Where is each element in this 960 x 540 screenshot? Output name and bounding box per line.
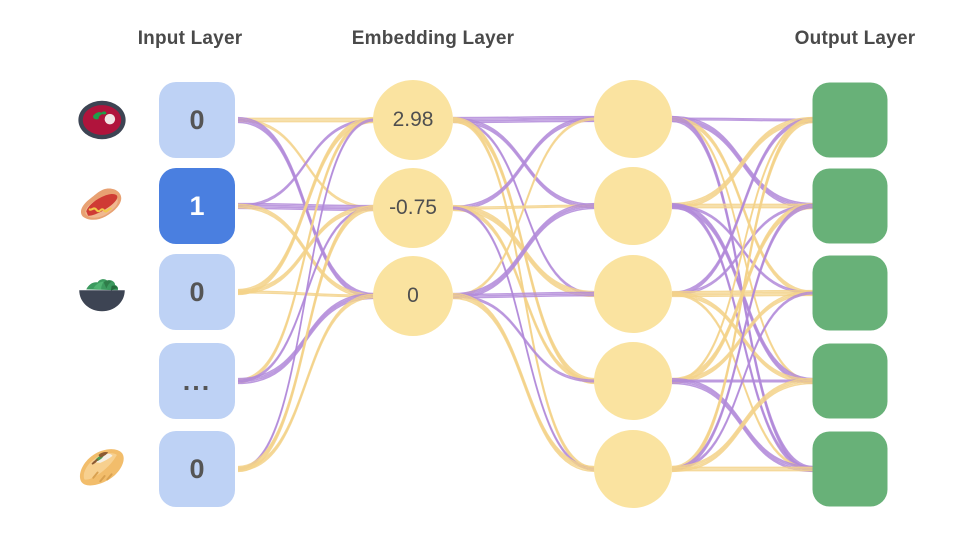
edge xyxy=(237,118,375,206)
edge xyxy=(452,294,596,299)
edge xyxy=(452,115,596,119)
input-node-value: ... xyxy=(182,365,212,396)
input-node-0[interactable]: 0 xyxy=(159,82,235,158)
layer-title-input: Input Layer xyxy=(137,28,243,49)
embedding-node-2[interactable]: 0 xyxy=(373,256,453,336)
green-salad-icon xyxy=(74,264,130,320)
embedding-node-value: 0 xyxy=(407,284,419,307)
embedding-node-0[interactable]: 2.98 xyxy=(373,80,453,160)
edge xyxy=(452,117,596,120)
hidden-node-2[interactable] xyxy=(594,255,672,333)
hidden-node-4[interactable] xyxy=(594,430,672,508)
edge xyxy=(237,120,375,384)
output-node-2[interactable] xyxy=(812,255,888,331)
edge xyxy=(671,117,814,120)
hidden-node-0[interactable] xyxy=(594,80,672,158)
edge xyxy=(671,379,814,469)
edge xyxy=(452,206,596,298)
edge xyxy=(671,377,814,468)
edge xyxy=(237,120,375,471)
layer-title-embedding: Embedding Layer xyxy=(351,28,515,49)
embedding-node-1[interactable]: -0.75 xyxy=(373,168,453,248)
edge xyxy=(452,291,596,296)
edge xyxy=(452,297,596,473)
edge xyxy=(452,119,596,298)
edge xyxy=(452,116,596,208)
input-node-value: 1 xyxy=(189,190,205,221)
edge xyxy=(452,296,596,383)
embedding-node-value: 2.98 xyxy=(392,108,434,131)
input-node-1[interactable]: 1 xyxy=(159,168,235,244)
edge xyxy=(237,296,375,472)
edge xyxy=(671,116,814,205)
input-node-2[interactable]: 0 xyxy=(159,254,235,330)
edge xyxy=(452,202,596,295)
edge xyxy=(671,118,814,206)
edge xyxy=(671,206,814,472)
embedding-node-value: -0.75 xyxy=(389,196,437,219)
edge xyxy=(452,293,596,297)
edge xyxy=(452,119,596,211)
hidden-node-1[interactable] xyxy=(594,167,672,245)
edge xyxy=(671,121,814,210)
hidden-node-3[interactable] xyxy=(594,342,672,420)
output-node-3[interactable] xyxy=(812,343,888,419)
edge xyxy=(452,294,596,381)
taco-icon xyxy=(74,441,130,497)
edge xyxy=(671,120,814,208)
input-node-value: 0 xyxy=(189,453,205,484)
edge xyxy=(452,207,596,300)
output-node-4[interactable] xyxy=(812,431,888,507)
hot-dog-icon xyxy=(74,178,130,234)
input-node-3[interactable]: ... xyxy=(159,343,235,419)
edge xyxy=(671,293,814,471)
edge xyxy=(452,204,596,296)
edge xyxy=(671,120,814,297)
edge xyxy=(237,120,375,208)
input-node-4[interactable]: 0 xyxy=(159,431,235,507)
edge xyxy=(452,118,596,209)
output-node-1[interactable] xyxy=(812,168,888,244)
input-node-value: 0 xyxy=(189,276,205,307)
input-node-value: 0 xyxy=(189,104,205,135)
output-node-0[interactable] xyxy=(812,82,888,158)
soup-bowl-icon xyxy=(74,92,130,148)
edge xyxy=(452,119,596,122)
layer-title-output: Output Layer xyxy=(794,28,916,49)
edge xyxy=(671,381,814,471)
